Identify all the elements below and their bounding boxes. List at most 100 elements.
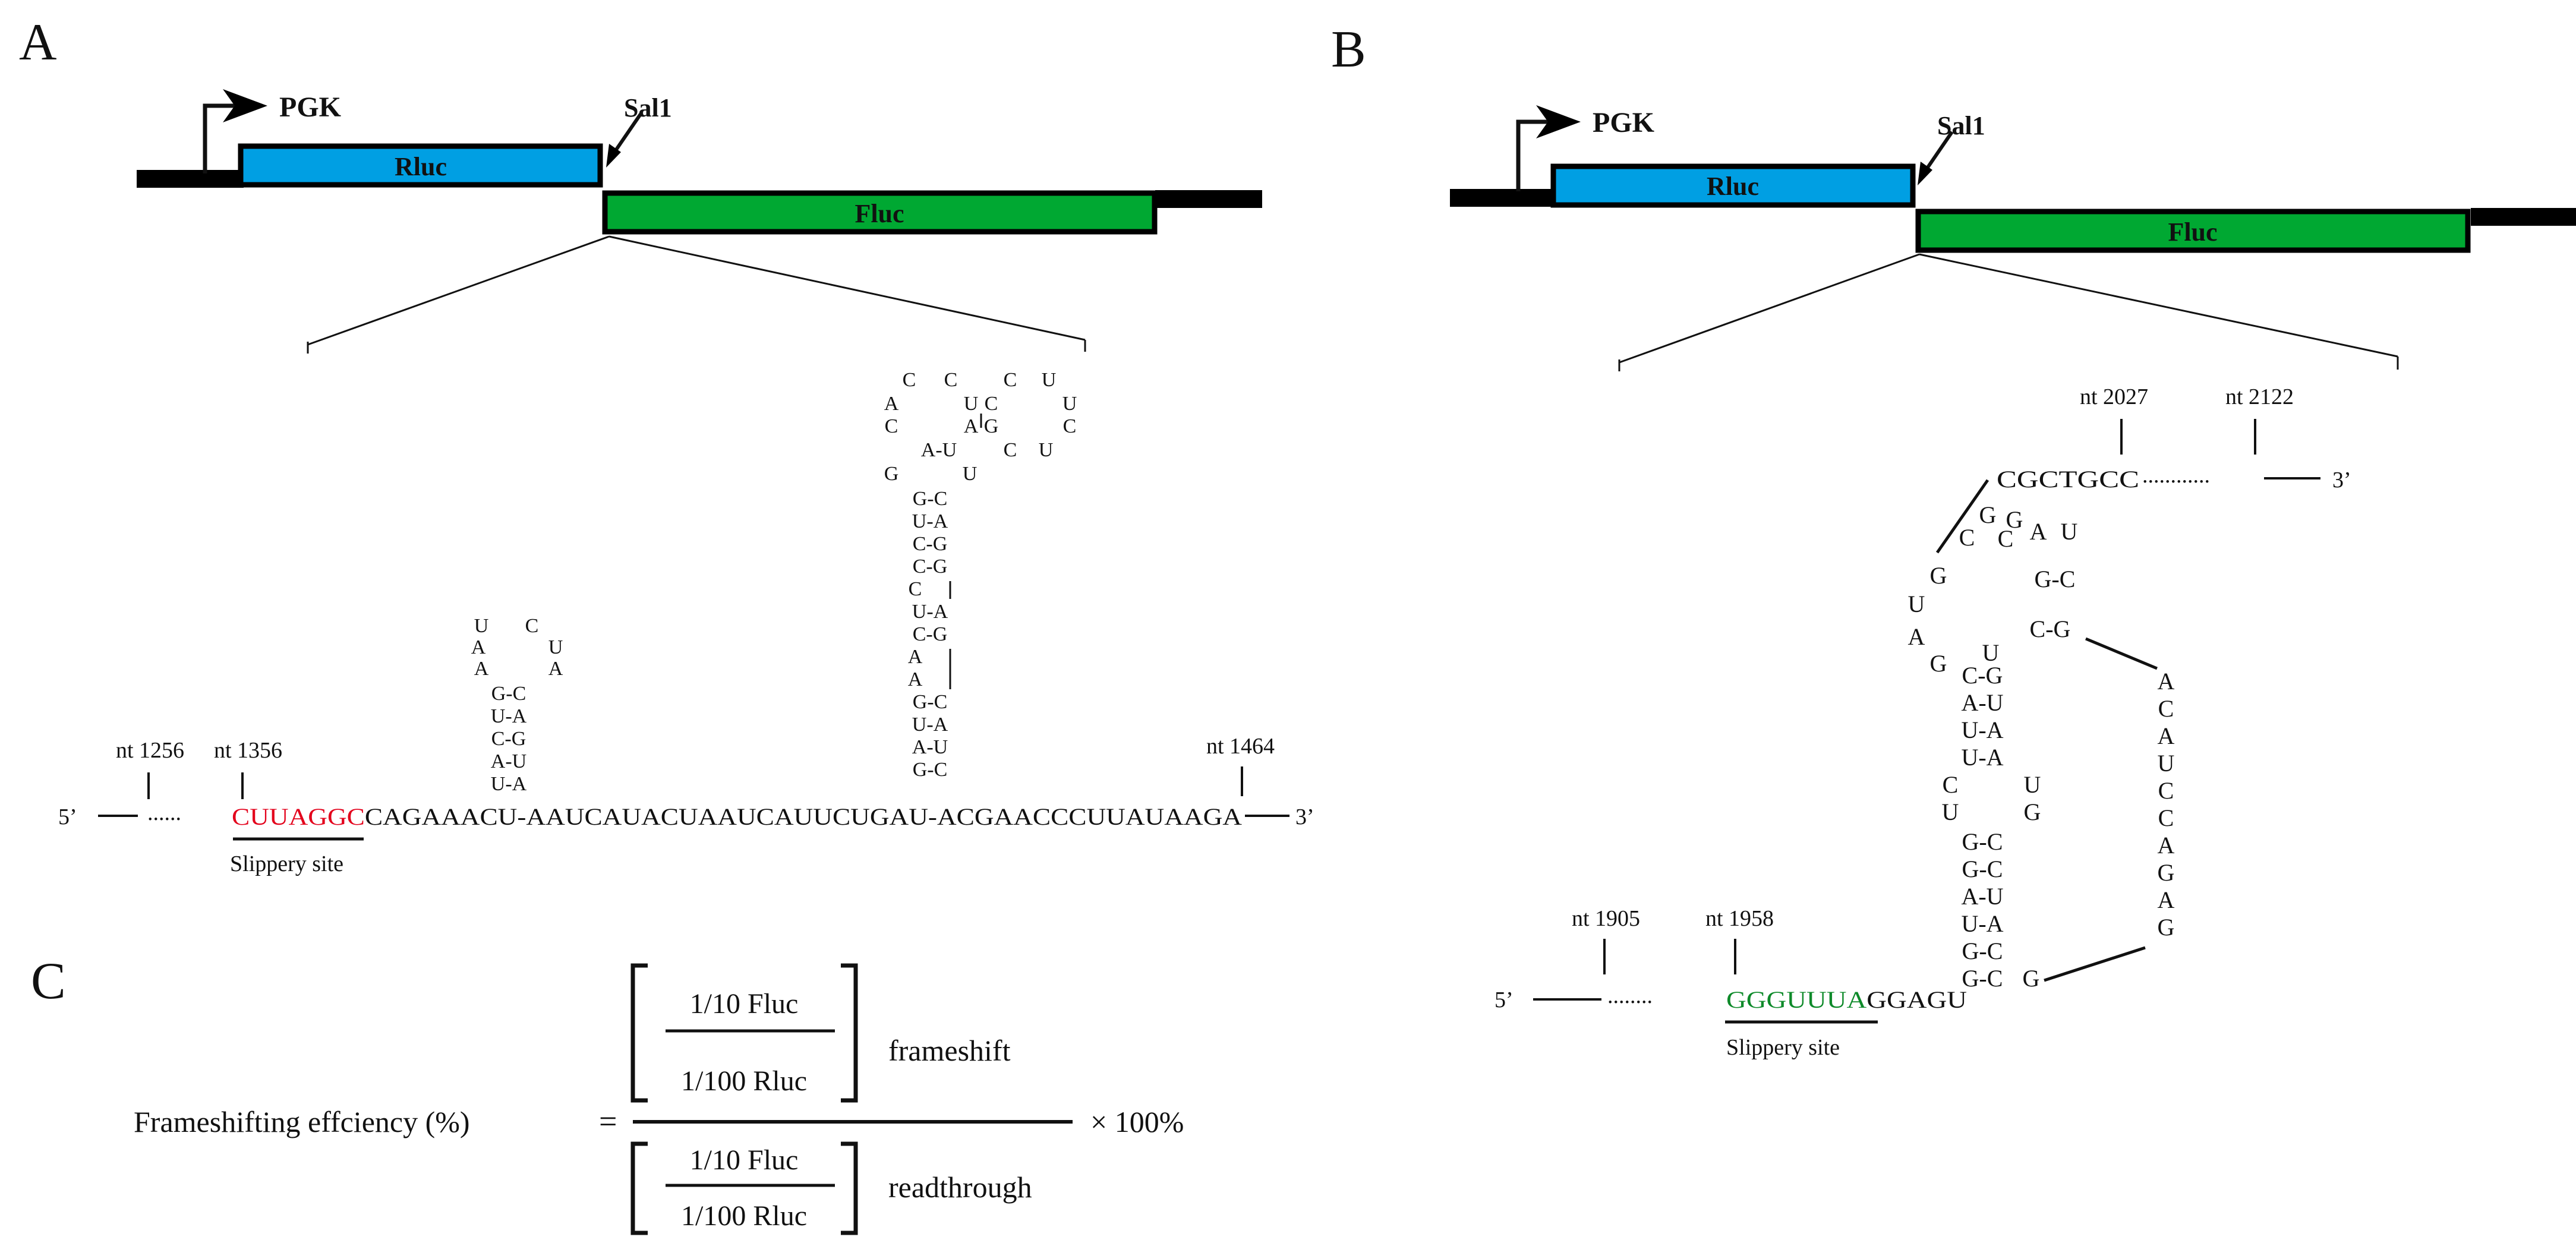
three-prime-a: 3’ bbox=[1295, 805, 1314, 829]
svg-text:A: A bbox=[2158, 723, 2175, 749]
construct-b: Rluc Fluc PGK Sal1 bbox=[1450, 105, 2576, 371]
nt-1905-label: nt 1905 bbox=[1572, 906, 1640, 931]
sal1-label-b: Sal1 bbox=[1937, 111, 1985, 140]
svg-text:U: U bbox=[1942, 799, 1959, 825]
svg-text:C-G: C-G bbox=[913, 623, 948, 645]
svg-text:G-C: G-C bbox=[1962, 856, 2003, 882]
promoter-arrowhead-a bbox=[223, 89, 267, 122]
svg-text:G: G bbox=[984, 415, 999, 437]
svg-text:C: C bbox=[1943, 771, 1959, 798]
svg-text:U: U bbox=[548, 636, 563, 658]
svg-text:G-C: G-C bbox=[913, 759, 948, 781]
zoom-bracket-a bbox=[307, 340, 1086, 354]
den-bracket-right bbox=[841, 1141, 858, 1235]
stem-link-b2 bbox=[2085, 637, 2158, 670]
svg-text:G: G bbox=[1930, 562, 1947, 589]
efficiency-formula: Frameshifting effciency (%) = 1/10 Fluc … bbox=[134, 963, 1184, 1235]
svg-text:G-C: G-C bbox=[491, 683, 526, 705]
top-dots-b: ............ bbox=[2142, 463, 2210, 488]
promoter-label-a: PGK bbox=[279, 92, 341, 123]
svg-text:C: C bbox=[2158, 695, 2174, 722]
svg-text:A-U: A-U bbox=[912, 736, 948, 758]
rluc-box-b bbox=[1550, 163, 1916, 208]
svg-text:U: U bbox=[1982, 639, 2000, 666]
svg-text:A: A bbox=[471, 636, 486, 658]
nt-1356-label: nt 1356 bbox=[214, 738, 282, 763]
svg-text:U: U bbox=[2061, 518, 2078, 545]
svg-text:U-A: U-A bbox=[1961, 717, 2003, 743]
svg-text:A-U: A-U bbox=[1961, 883, 2003, 910]
rna-structure-a: nt 1256 nt 1356 nt 1464 5’ ...... CUUAGG… bbox=[58, 369, 1314, 876]
five-prime-b: 5’ bbox=[1494, 988, 1514, 1012]
svg-text:C: C bbox=[1959, 524, 1975, 551]
fluc-box-a bbox=[602, 190, 1158, 235]
nt-1958-label: nt 1958 bbox=[1705, 906, 1774, 931]
svg-text:A: A bbox=[884, 393, 899, 415]
svg-text:U: U bbox=[963, 463, 978, 485]
num-bottom: 1/100 Rluc bbox=[681, 1065, 807, 1097]
svg-text:A: A bbox=[2030, 518, 2047, 545]
svg-text:U: U bbox=[1062, 393, 1077, 415]
den-top: 1/10 Fluc bbox=[690, 1144, 799, 1176]
top-seq-b: CGCTGCC bbox=[1997, 466, 2139, 493]
svg-text:G-C: G-C bbox=[913, 691, 948, 713]
main-seq-b: GGAGU bbox=[1866, 986, 1967, 1013]
den-tag: readthrough bbox=[888, 1171, 1032, 1204]
svg-text:C-G: C-G bbox=[1962, 662, 2003, 689]
stem-link-b3 bbox=[2044, 946, 2146, 982]
three-prime-b: 3’ bbox=[2332, 468, 2351, 493]
backbone-right-b bbox=[2471, 208, 2576, 226]
svg-text:U: U bbox=[964, 393, 979, 415]
svg-text:C: C bbox=[944, 369, 958, 391]
svg-text:C: C bbox=[1998, 525, 2014, 552]
svg-text:A: A bbox=[964, 415, 979, 437]
svg-text:G: G bbox=[2023, 965, 2040, 992]
svg-text:C: C bbox=[1063, 415, 1077, 437]
svg-text:A: A bbox=[908, 668, 923, 690]
slippery-seq-b: GGGUUUA bbox=[1726, 986, 1866, 1013]
svg-text:U: U bbox=[1042, 369, 1057, 391]
svg-text:C-G: C-G bbox=[913, 533, 948, 555]
backbone-left-a bbox=[137, 170, 244, 188]
svg-text:C: C bbox=[903, 369, 916, 391]
svg-text:A: A bbox=[2158, 668, 2175, 695]
svg-text:C-G: C-G bbox=[913, 556, 948, 578]
dots-a: ...... bbox=[147, 800, 181, 825]
fluc-box-b bbox=[1915, 209, 2471, 253]
svg-text:C: C bbox=[909, 578, 922, 600]
construct-a: Rluc Fluc PGK Sal1 bbox=[137, 89, 1262, 354]
svg-text:C: C bbox=[525, 615, 539, 637]
formula-times: × 100% bbox=[1090, 1105, 1184, 1138]
den-bracket-left bbox=[630, 1141, 648, 1235]
svg-text:G: G bbox=[2158, 914, 2175, 941]
svg-text:G-C: G-C bbox=[1962, 938, 2003, 964]
sal1-arrowhead-a bbox=[606, 144, 621, 168]
svg-text:A: A bbox=[2158, 886, 2175, 913]
svg-text:C: C bbox=[1004, 369, 1017, 391]
svg-text:C: C bbox=[985, 393, 998, 415]
num-top: 1/10 Fluc bbox=[690, 988, 799, 1020]
stem-link-b1 bbox=[1935, 479, 1989, 554]
svg-text:U-A: U-A bbox=[912, 714, 948, 736]
svg-text:G: G bbox=[2158, 859, 2175, 886]
svg-text:G: G bbox=[1930, 650, 1947, 677]
sal1-label-a: Sal1 bbox=[624, 93, 672, 122]
svg-text:A-U: A-U bbox=[491, 750, 526, 772]
slippery-seq-a: CUUAGGC bbox=[232, 803, 365, 830]
nt-2027-label: nt 2027 bbox=[2080, 384, 2148, 409]
nt-1464-label: nt 1464 bbox=[1206, 734, 1275, 759]
svg-text:A: A bbox=[1908, 623, 1925, 650]
panel-label-a: A bbox=[19, 14, 57, 71]
den-bottom: 1/100 Rluc bbox=[681, 1200, 807, 1232]
rluc-label-a: Rluc bbox=[395, 152, 447, 181]
svg-text:U-A: U-A bbox=[491, 773, 527, 795]
svg-text:U: U bbox=[474, 615, 489, 637]
svg-text:U-A: U-A bbox=[912, 601, 948, 623]
svg-text:A: A bbox=[474, 658, 489, 680]
svg-text:A-U: A-U bbox=[921, 439, 957, 461]
